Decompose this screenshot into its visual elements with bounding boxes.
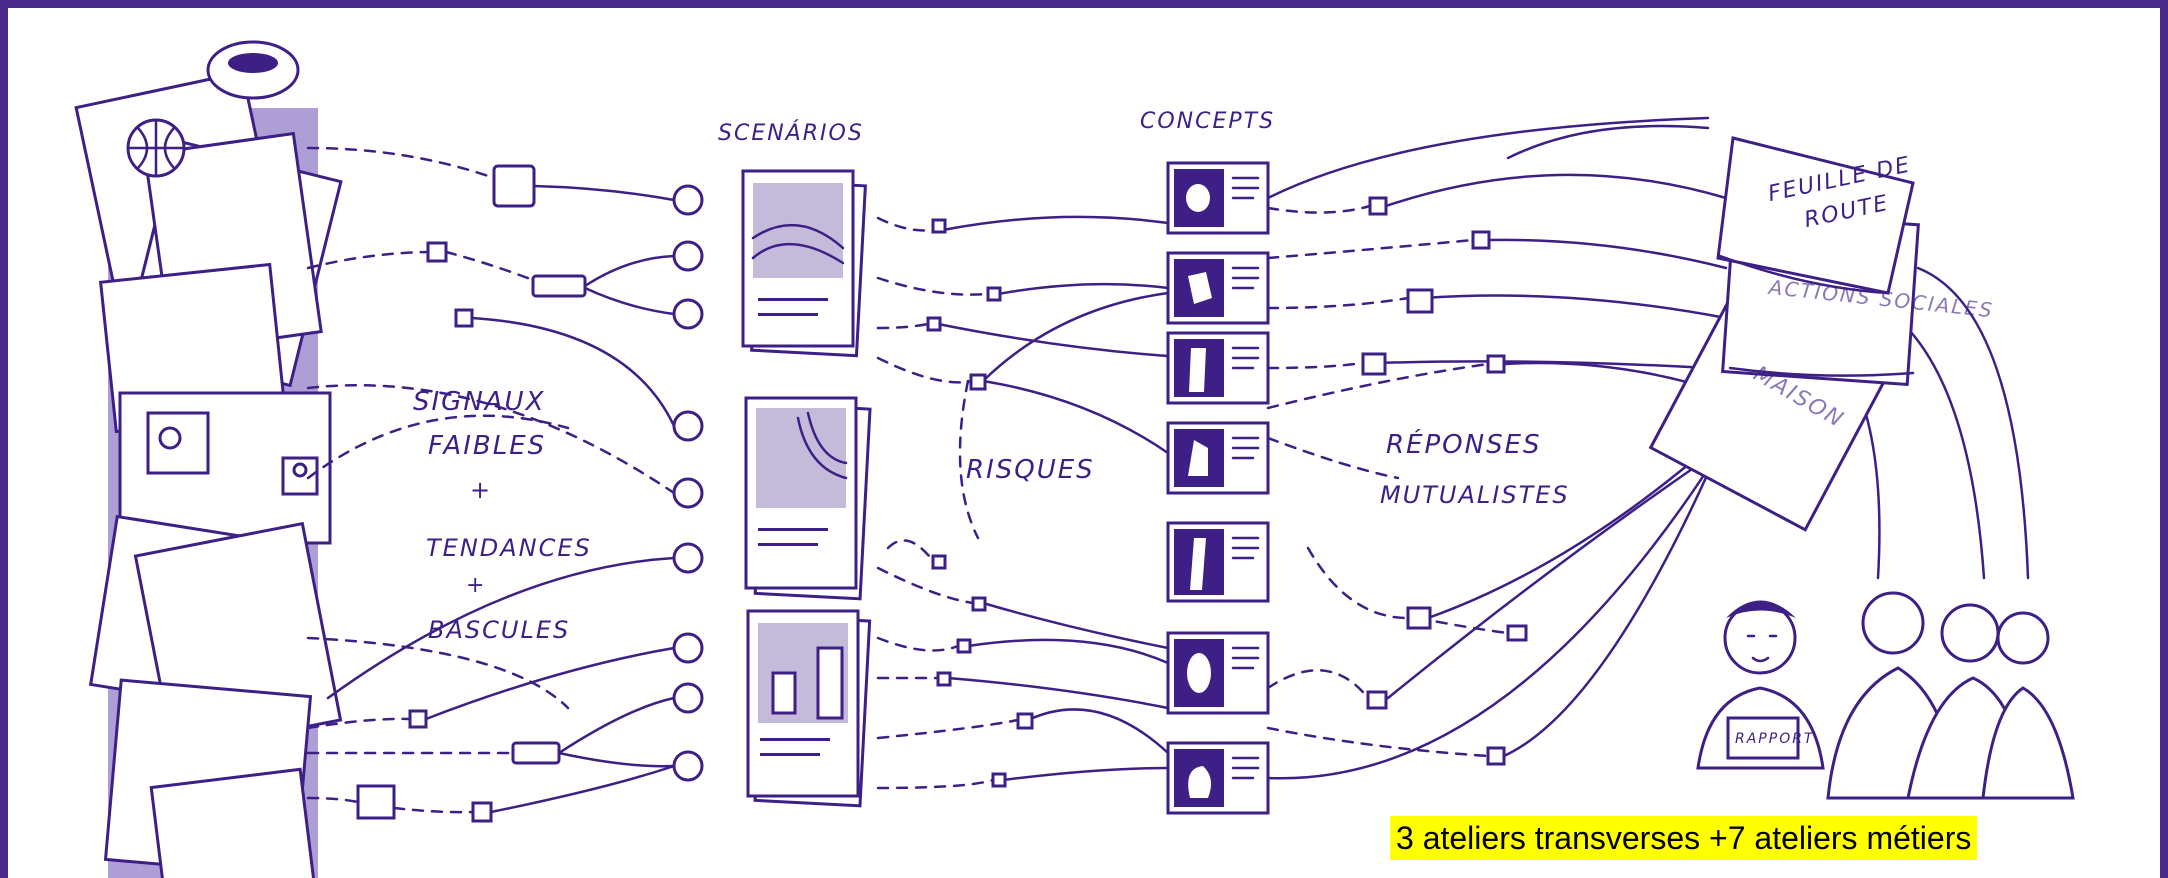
roadmap-books bbox=[1648, 136, 1920, 532]
illustration-frame: .ln { fill:none; stroke:#3d1f86; stroke-… bbox=[8, 8, 2160, 878]
signals-plus-1: + bbox=[470, 476, 492, 504]
signals-label: SIGNAUX FAIBLES + TENDANCES + BASCULES bbox=[413, 387, 592, 644]
responses-label: RÉPONSES MUTUALISTES bbox=[1380, 428, 1570, 509]
workshop-diagram: .ln { fill:none; stroke:#3d1f86; stroke-… bbox=[74, 40, 2075, 878]
signals-line-2: FAIBLES bbox=[428, 431, 546, 461]
risks-label: RISQUES bbox=[966, 455, 1095, 485]
scenario-stacks bbox=[741, 169, 872, 808]
scenarios-label: SCENÁRIOS bbox=[718, 120, 864, 146]
workshops-banner: 3 ateliers transverses +7 ateliers métie… bbox=[1390, 816, 1978, 860]
responses-line-2: MUTUALISTES bbox=[1380, 481, 1570, 509]
signals-line-1: SIGNAUX bbox=[413, 387, 545, 417]
person-picture-icon bbox=[146, 411, 210, 475]
workshop-participants bbox=[1696, 591, 2075, 800]
signals-line-3: TENDANCES bbox=[426, 534, 592, 562]
concepts-label: CONCEPTS bbox=[1140, 109, 1275, 134]
connection-lines bbox=[306, 116, 2030, 814]
signals-line-4: BASCULES bbox=[428, 616, 570, 644]
risk-nodes bbox=[926, 218, 1034, 788]
report-label: RAPPORT bbox=[1735, 731, 1815, 747]
signals-plus-2: + bbox=[466, 573, 486, 598]
document-pile bbox=[74, 40, 343, 878]
concept-cards bbox=[1166, 161, 1270, 815]
scenario-dials bbox=[672, 184, 704, 782]
response-nodes bbox=[1361, 196, 1528, 766]
arrow-line bbox=[1916, 266, 2030, 580]
responses-line-1: RÉPONSES bbox=[1386, 428, 1542, 460]
